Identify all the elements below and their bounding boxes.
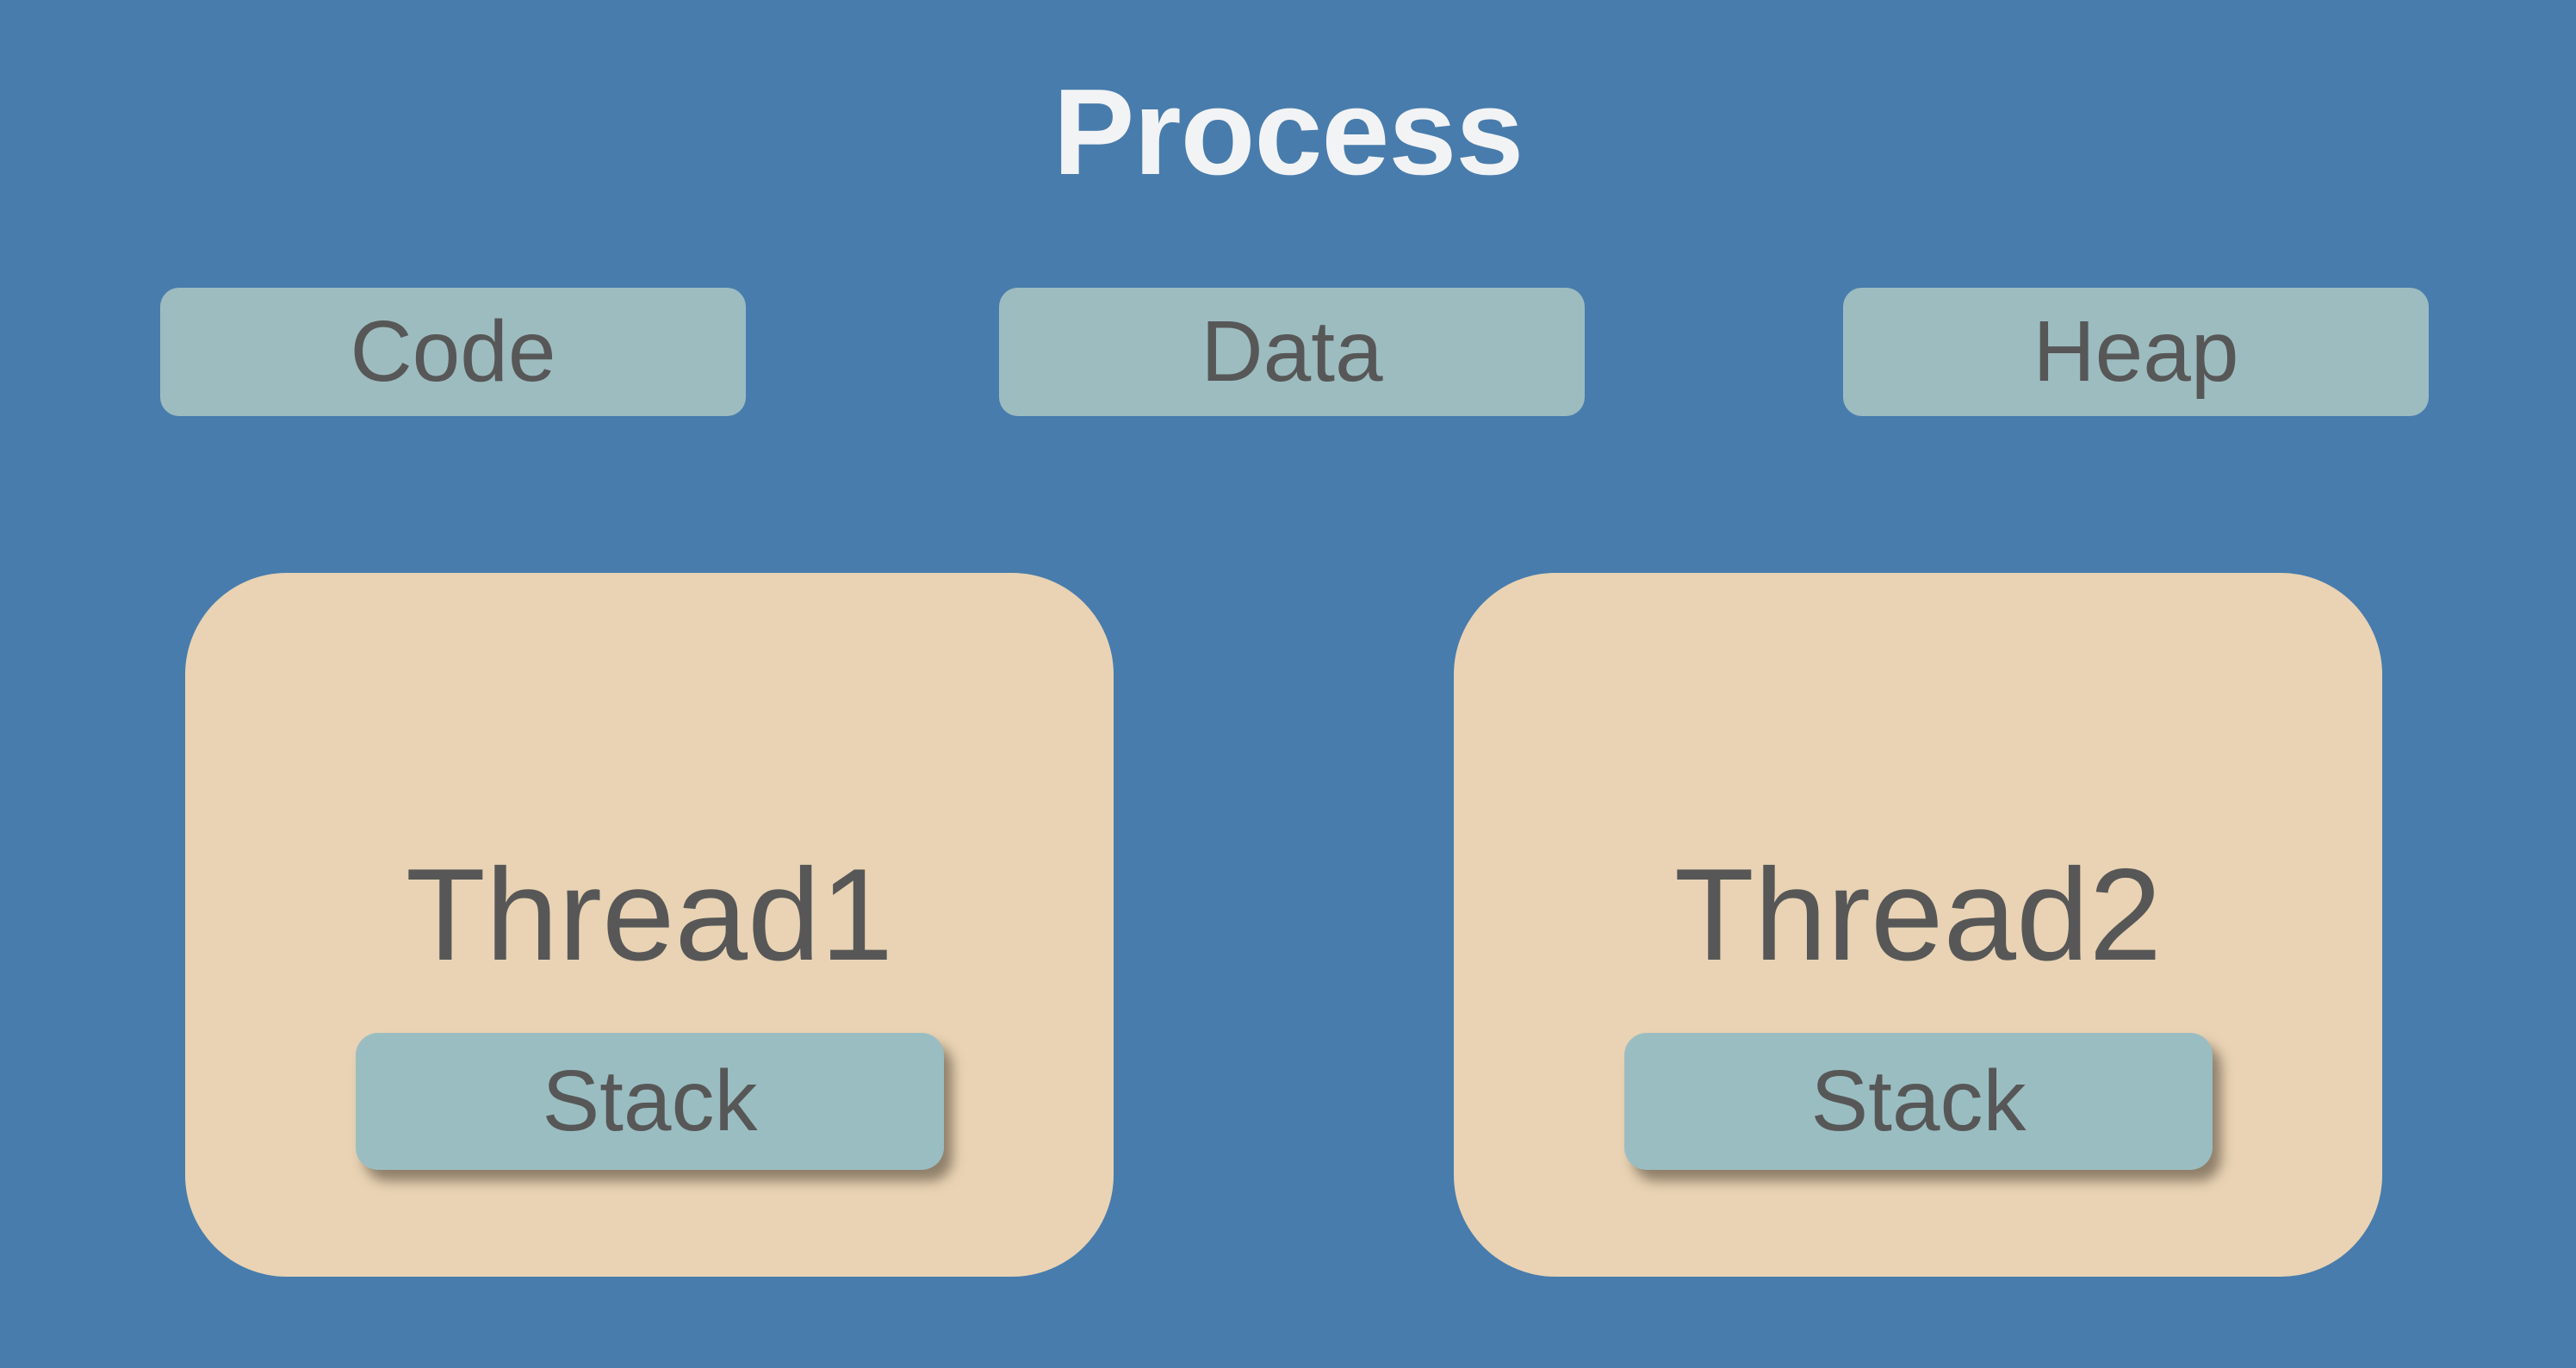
process-title: Process <box>1052 64 1524 201</box>
thread1-label: Thread1 <box>405 842 894 988</box>
thread1-box: Thread1 Stack <box>185 573 1114 1277</box>
heap-segment-box: Heap <box>1843 288 2429 416</box>
thread2-stack-box: Stack <box>1624 1033 2213 1170</box>
thread1-stack-box: Stack <box>356 1033 944 1170</box>
data-segment-box: Data <box>999 288 1585 416</box>
heap-segment-label: Heap <box>2033 303 2239 400</box>
data-segment-label: Data <box>1201 303 1383 400</box>
code-segment-label: Code <box>350 303 556 400</box>
thread1-stack-label: Stack <box>542 1053 758 1149</box>
thread2-box: Thread2 Stack <box>1454 573 2382 1277</box>
code-segment-box: Code <box>160 288 746 416</box>
thread2-stack-label: Stack <box>1810 1053 2027 1149</box>
thread2-label: Thread2 <box>1673 842 2163 988</box>
